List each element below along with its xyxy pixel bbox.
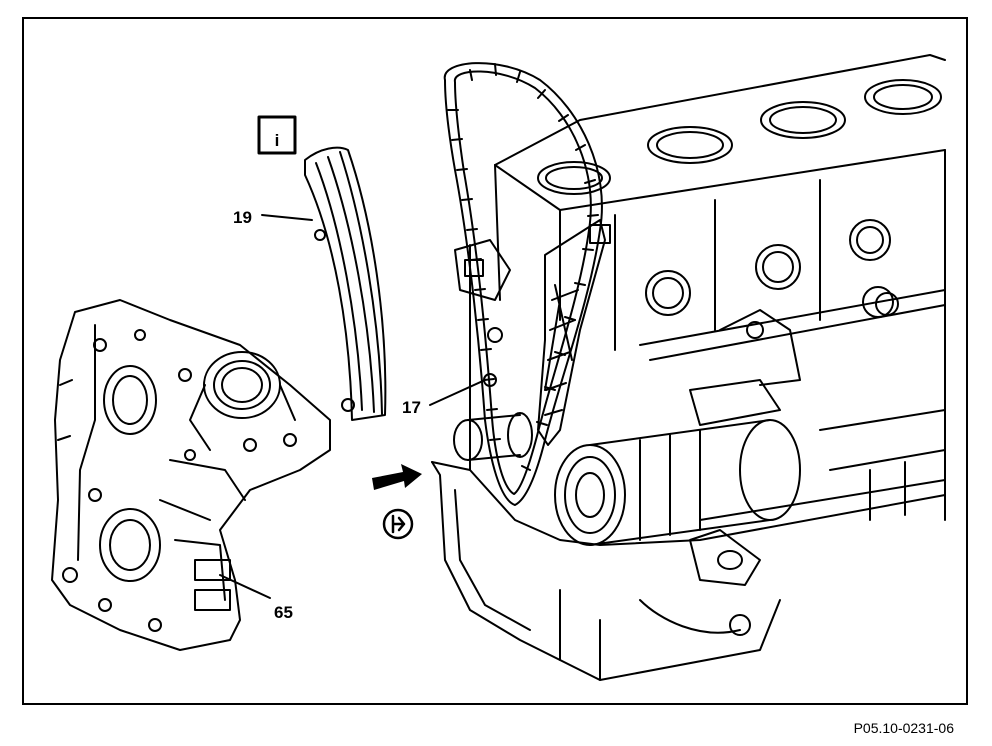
oil-pan bbox=[431, 461, 946, 681]
ac-compressor bbox=[554, 309, 801, 586]
detail-circle-icon bbox=[382, 508, 414, 540]
info-symbol: i bbox=[275, 131, 280, 150]
tensioning-rail bbox=[537, 219, 611, 446]
leader-line-19 bbox=[261, 214, 313, 221]
arrow-right-icon bbox=[372, 464, 422, 490]
info-box-icon bbox=[257, 115, 297, 155]
timing-chain bbox=[443, 62, 603, 506]
label-part-19: 19 bbox=[233, 208, 252, 227]
diagram-frame bbox=[22, 17, 968, 705]
label-part-65: 65 bbox=[274, 603, 293, 622]
leader-line-65 bbox=[219, 574, 271, 599]
guide-rail bbox=[304, 146, 387, 421]
engine-block bbox=[469, 54, 946, 521]
leader-line-17 bbox=[429, 379, 486, 406]
timing-case-cover bbox=[51, 299, 331, 651]
figure-reference-code: P05.10-0231-06 bbox=[853, 720, 954, 736]
label-part-17: 17 bbox=[402, 398, 421, 417]
crankshaft-stub bbox=[453, 412, 533, 461]
